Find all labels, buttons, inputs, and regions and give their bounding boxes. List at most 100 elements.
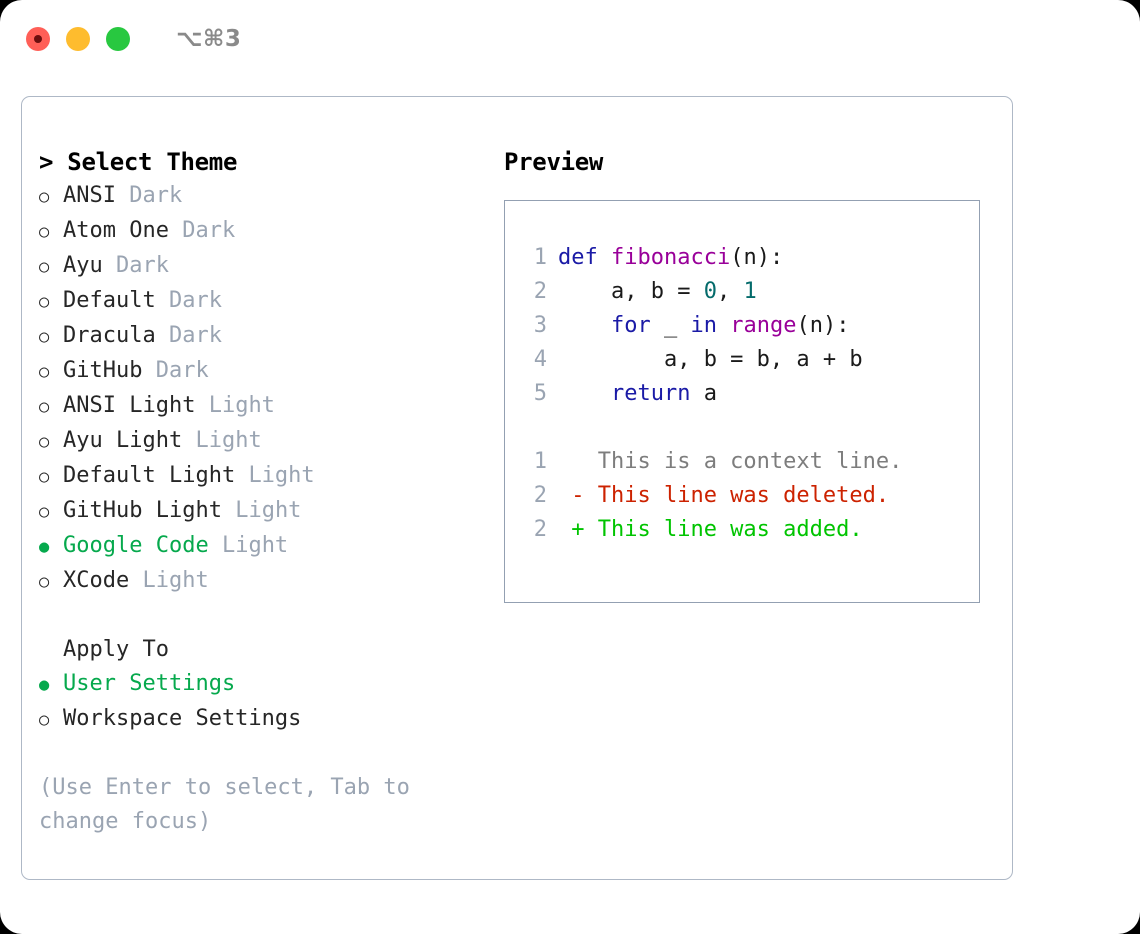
theme-option-label: Ayu Light <box>63 428 183 453</box>
diff-line: 1 This is a context line. <box>519 445 979 479</box>
radio-unselected-icon: ○ <box>39 327 50 347</box>
theme-option-label: Dracula <box>63 323 156 348</box>
theme-option-ansi[interactable]: ○ANSI Dark <box>39 179 487 214</box>
theme-variant-badge: Light <box>142 568 209 593</box>
theme-option-ansi-light[interactable]: ○ANSI Light Light <box>39 389 487 424</box>
theme-variant-badge: Dark <box>182 218 236 243</box>
theme-option-xcode[interactable]: ○XCode Light <box>39 564 487 599</box>
token-add: + This line was added. <box>558 517 863 542</box>
theme-variant-badge: Light <box>221 533 289 558</box>
apply-to-option-user-settings[interactable]: ●User Settings <box>39 667 487 702</box>
token-fn: fibonacci <box>610 245 731 270</box>
apply-to-list: ●User Settings○Workspace Settings <box>39 667 487 737</box>
line-number: 2 <box>533 483 547 508</box>
theme-option-ayu-light[interactable]: ○Ayu Light Light <box>39 424 487 459</box>
theme-variant-badge: Dark <box>129 183 183 208</box>
token-plain: a, b = <box>558 279 704 304</box>
theme-picker-title: > Select Theme <box>39 148 238 176</box>
theme-option-github[interactable]: ○GitHub Dark <box>39 354 487 389</box>
theme-option-label: GitHub <box>63 358 143 383</box>
theme-picker-column: > Select Theme ○ANSI Dark○Atom One Dark○… <box>22 97 487 879</box>
line-content: for _ in range(n): <box>558 309 849 343</box>
token-kw: def <box>558 245 611 270</box>
apply-to-option-workspace-settings[interactable]: ○Workspace Settings <box>39 702 487 737</box>
line-number: 2 <box>533 517 547 542</box>
theme-variant-badge: Light <box>195 428 262 453</box>
keyboard-shortcut-label: ⌥⌘3 <box>176 26 242 52</box>
label-gap <box>222 494 235 528</box>
token-num: 0 <box>703 279 717 304</box>
theme-option-google-code[interactable]: ● Google Code Light <box>39 529 487 564</box>
theme-variant-badge: Light <box>248 463 315 488</box>
label-gap <box>195 389 208 423</box>
minimize-button-icon[interactable] <box>66 27 90 51</box>
token-num: 1 <box>743 279 757 304</box>
close-button-icon[interactable] <box>26 27 50 51</box>
theme-variant-badge: Dark <box>155 358 209 383</box>
token-kw: in <box>690 313 717 338</box>
line-content: - This line was deleted. <box>558 479 889 513</box>
diff-sample-block: 1 This is a context line. 2 - This line w… <box>519 445 979 547</box>
label-gap <box>129 564 142 598</box>
theme-option-label: Ayu <box>63 253 103 278</box>
label-gap <box>116 179 129 213</box>
theme-option-label: Google Code <box>63 533 209 558</box>
theme-option-default-light[interactable]: ○ Default Light Light <box>39 459 487 494</box>
radio-unselected-icon: ○ <box>39 502 50 522</box>
theme-variant-badge: Light <box>235 498 302 523</box>
token-plain: a <box>690 381 717 406</box>
radio-unselected-icon: ○ <box>39 572 50 592</box>
line-content: a, b = 0, 1 <box>558 275 757 309</box>
theme-option-github-light[interactable]: ○GitHub Light Light <box>39 494 487 529</box>
theme-variant-badge: Dark <box>116 253 169 278</box>
label-gap <box>182 424 195 458</box>
token-ctx: This is a context line. <box>558 449 903 474</box>
token-plain: a, b = b, a + b <box>558 347 863 372</box>
radio-unselected-icon: ○ <box>39 292 50 312</box>
line-number: 4 <box>533 347 547 372</box>
list-spacer <box>39 599 487 633</box>
preview-title: Preview <box>504 148 604 176</box>
diff-line: 2 + This line was added. <box>519 513 979 547</box>
line-number: 3 <box>533 313 547 338</box>
theme-option-ayu[interactable]: ○ Ayu Dark <box>39 249 487 284</box>
label-gap <box>209 529 222 563</box>
apply-to-title: Apply To <box>63 637 169 662</box>
theme-option-label: ANSI Light <box>63 393 196 418</box>
code-line: 5 return a <box>519 377 979 411</box>
label-gap <box>156 284 169 318</box>
code-line: 4 a, b = b, a + b <box>519 343 979 377</box>
radio-unselected-icon: ○ <box>39 257 50 277</box>
apply-to-option-label: Workspace Settings <box>63 706 302 731</box>
radio-unselected-icon: ○ <box>39 467 50 487</box>
line-number: 1 <box>533 449 547 474</box>
close-inner-dot-icon <box>34 35 42 43</box>
theme-variant-badge: Light <box>208 393 275 418</box>
token-plain <box>558 381 611 406</box>
code-line: 3 for _ in range(n): <box>519 309 979 343</box>
apply-to-option-label: User Settings <box>63 671 236 696</box>
zoom-button-icon[interactable] <box>106 27 130 51</box>
token-plain: (n): <box>796 313 850 338</box>
radio-selected-icon: ● <box>39 537 50 557</box>
label-gap <box>142 354 155 388</box>
token-fn: range <box>730 313 797 338</box>
label-gap <box>235 459 248 493</box>
theme-option-atom-one[interactable]: ○Atom One Dark <box>39 214 487 249</box>
label-gap <box>169 214 182 248</box>
theme-option-default[interactable]: ○Default Dark <box>39 284 487 319</box>
token-kw: for <box>610 313 651 338</box>
line-number: 2 <box>533 279 547 304</box>
line-content: return a <box>558 377 717 411</box>
token-kw: return <box>610 381 691 406</box>
theme-option-dracula[interactable]: ○Dracula Dark <box>39 319 487 354</box>
token-plain: (n): <box>730 245 784 270</box>
keyboard-hint-text: (Use Enter to select, Tab to change focu… <box>39 775 410 834</box>
token-plain <box>717 313 730 338</box>
line-number: 5 <box>533 381 547 406</box>
theme-option-label: Default Light <box>63 463 236 488</box>
theme-list: ○ANSI Dark○Atom One Dark○Ayu Dark○Defaul… <box>39 179 487 599</box>
